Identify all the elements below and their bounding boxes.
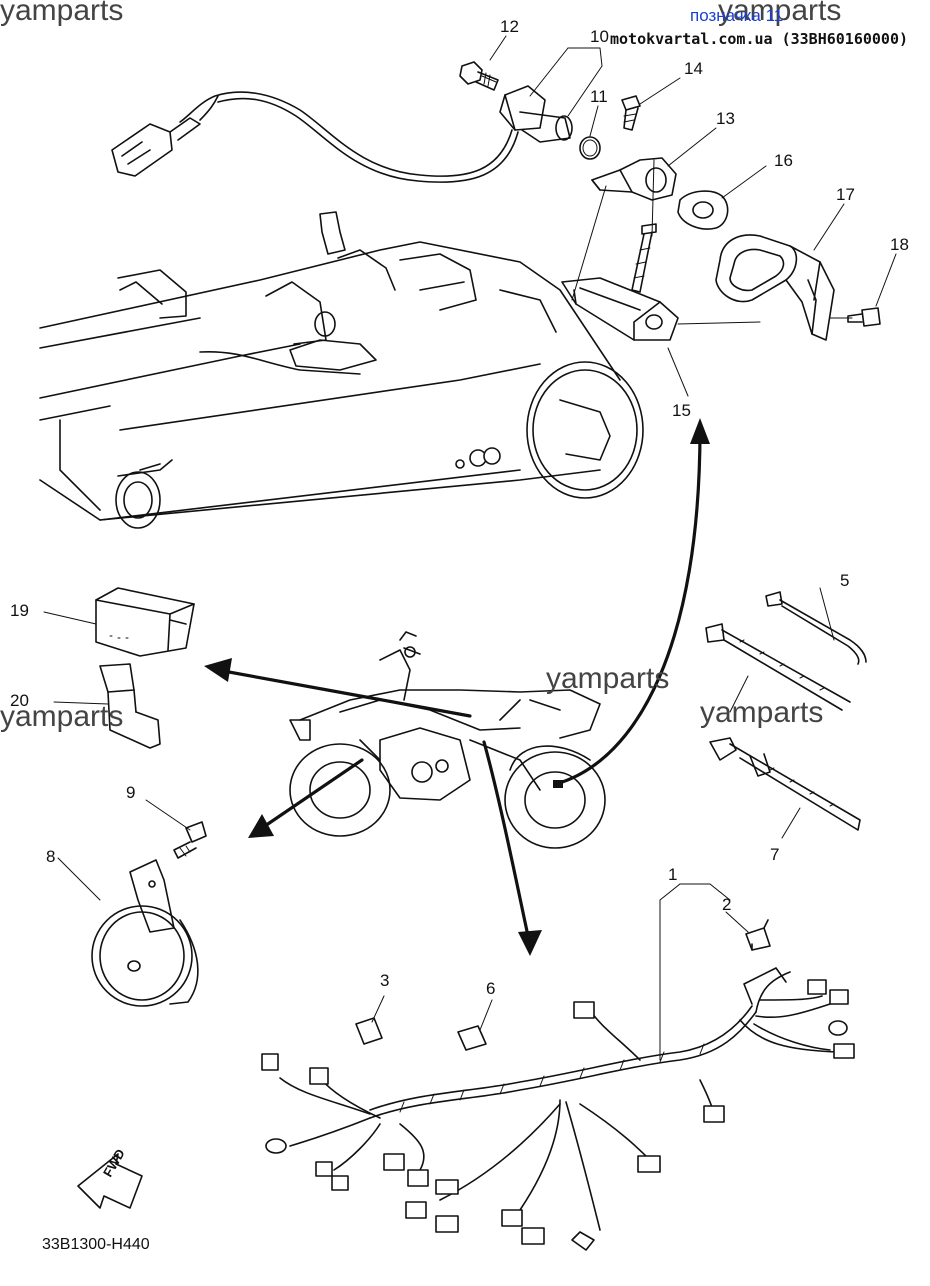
relay-19 (95, 587, 195, 657)
source-reference: motokvartal.com.ua (33BH60160000) (610, 30, 909, 48)
bolt-9 (173, 821, 207, 859)
callout-9: 9 (126, 783, 136, 802)
o-ring-11 (579, 136, 601, 160)
bolt-15a (631, 223, 657, 293)
horn-8 (91, 859, 199, 1007)
callout-15: 15 (672, 401, 691, 420)
watermark-middle: yamparts (546, 662, 670, 695)
wire-harness-1 (261, 967, 855, 1251)
callout-7: 7 (770, 845, 780, 864)
bolt-14 (621, 95, 641, 131)
watermark-middle-right: yamparts (700, 696, 824, 729)
callout-20: 20 (10, 691, 29, 710)
guard-17 (715, 234, 835, 341)
callout-8: 8 (46, 847, 56, 866)
bolt-18 (847, 307, 881, 327)
callout-19: 19 (10, 601, 29, 620)
callout-16: 16 (774, 151, 793, 170)
bracket-15 (561, 277, 679, 341)
callout-5: 5 (840, 571, 850, 590)
cable-tie-4 (705, 623, 851, 711)
callout-6: 6 (486, 979, 496, 998)
watermark-top-left: yamparts (0, 0, 124, 27)
diagram-code: 33B1300-H440 (42, 1236, 150, 1253)
callout-11: 11 (590, 87, 608, 106)
cable-tie-7 (709, 737, 861, 831)
bolt-12 (459, 61, 499, 91)
callout-10: 10 (590, 27, 609, 46)
swing-arm (39, 211, 644, 529)
arrows (204, 418, 710, 956)
callout-2: 2 (722, 895, 732, 914)
part-marker-link[interactable]: позначка 11 (690, 6, 784, 25)
speed-sensor (111, 85, 573, 183)
atv-vehicle (289, 631, 606, 849)
callout-17: 17 (836, 185, 855, 204)
clip-6 (457, 1025, 487, 1051)
callout-12: 12 (500, 17, 519, 36)
fwd-arrow (77, 1153, 143, 1209)
bracket-13 (591, 157, 677, 201)
callout-1: 1 (668, 865, 678, 884)
washer-16 (677, 190, 729, 230)
bracket-20 (99, 663, 161, 749)
callout-18: 18 (890, 235, 909, 254)
callout-13: 13 (716, 109, 735, 128)
fuse-2 (745, 919, 771, 951)
watermark-top-right: yamparts (718, 0, 842, 27)
callout-3: 3 (380, 971, 390, 990)
watermark-left: yamparts (0, 700, 124, 733)
clip-3 (355, 1017, 383, 1045)
cable-tie-5 (765, 591, 867, 665)
callout-14: 14 (684, 59, 703, 78)
